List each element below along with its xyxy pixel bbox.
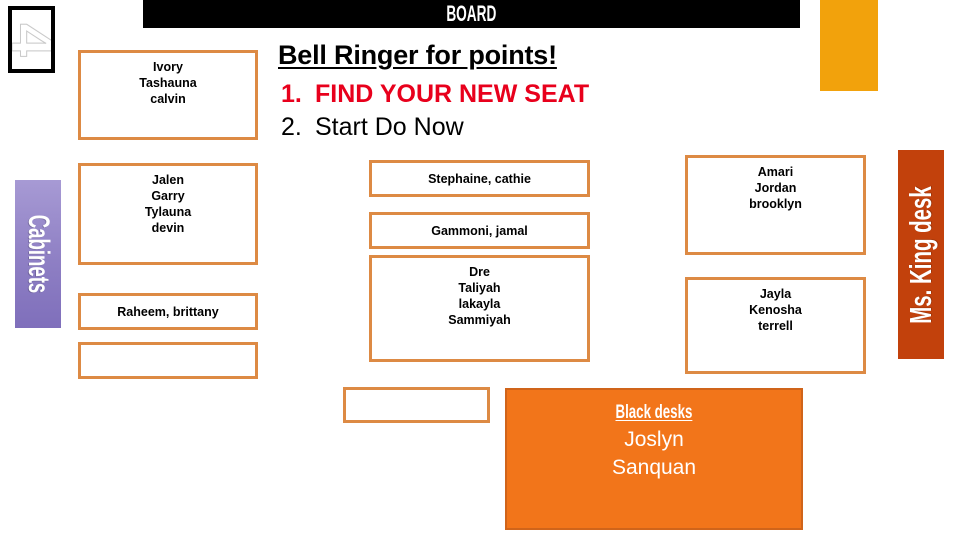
seat-group-empty-left	[78, 342, 258, 379]
seat-group-dre: Dre Taliyah lakayla Sammiyah	[369, 255, 590, 362]
cabinets-label: Cabinets	[15, 180, 61, 328]
bell-ringer-item-1-text: FIND YOUR NEW SEAT	[315, 80, 590, 108]
student-name: calvin	[150, 92, 186, 106]
board-header-bar: BOARD	[143, 0, 800, 28]
student-name: Amari	[757, 165, 794, 179]
board-header-label: BOARD	[446, 1, 497, 26]
bell-ringer-item-2: 2. Start Do Now	[281, 113, 464, 142]
student-name: Raheem, brittany	[117, 304, 219, 319]
bell-ringer-item-1-marker: 1.	[281, 80, 302, 108]
bell-ringer-item-1: 1. FIND YOUR NEW SEAT	[281, 80, 589, 109]
bell-ringer-title: Bell Ringer for points!	[278, 40, 557, 70]
cabinets-label-text: Cabinets	[22, 214, 55, 294]
student-name: Tylauna	[144, 205, 192, 219]
black-desks-group: Black desks Joslyn Sanquan	[505, 388, 803, 530]
seat-group-empty-middle	[343, 387, 490, 423]
student-name: Tashauna	[139, 76, 197, 90]
student-name: Joslyn	[624, 428, 684, 451]
student-name: Jordan	[754, 181, 797, 195]
seat-group-stephaine: Stephaine, cathie	[369, 160, 590, 197]
teacher-desk-label: Ms. King desk	[898, 150, 944, 359]
bell-ringer-item-2-text: Start Do Now	[315, 113, 464, 141]
orange-accent-block	[820, 0, 878, 91]
student-name: Garry	[151, 189, 185, 203]
student-name: Kenosha	[749, 303, 802, 317]
student-name: devin	[151, 221, 185, 235]
student-name: Ivory	[153, 60, 183, 74]
student-name: Jayla	[759, 287, 792, 301]
seat-group-jalen: Jalen Garry Tylauna devin	[78, 163, 258, 265]
student-name: Jalen	[152, 173, 184, 187]
seat-group-gammoni: Gammoni, jamal	[369, 212, 590, 249]
student-name: terrell	[758, 319, 793, 333]
slide-number-text: 4	[12, 22, 51, 56]
slide-number-box: 4	[8, 6, 55, 73]
student-name: brooklyn	[749, 197, 802, 211]
student-name: Sammiyah	[448, 313, 511, 327]
student-name: Taliyah	[458, 281, 501, 295]
student-name: lakayla	[458, 297, 501, 311]
seat-group-ivory: Ivory Tashauna calvin	[78, 50, 258, 140]
student-name: Stephaine, cathie	[428, 171, 531, 186]
student-name: Dre	[469, 265, 490, 279]
seat-group-amari: Amari Jordan brooklyn	[685, 155, 866, 255]
bell-ringer-item-2-marker: 2.	[281, 113, 302, 141]
student-name: Gammoni, jamal	[431, 223, 528, 238]
student-name: Sanquan	[611, 456, 697, 479]
black-desks-title: Black desks	[615, 402, 693, 423]
teacher-desk-label-text: Ms. King desk	[903, 185, 938, 324]
seat-group-jayla: Jayla Kenosha terrell	[685, 277, 866, 374]
seat-group-raheem: Raheem, brittany	[78, 293, 258, 330]
